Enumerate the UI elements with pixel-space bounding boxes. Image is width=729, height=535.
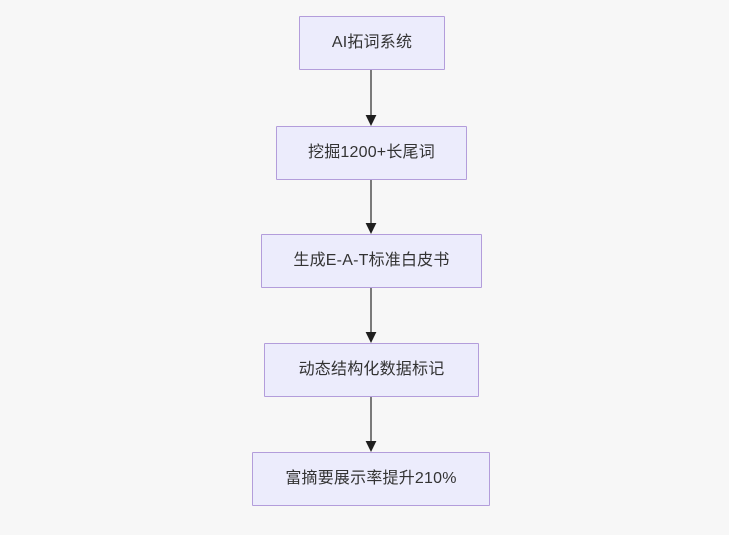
flow-node-label: 生成E-A-T标准白皮书 — [293, 252, 450, 270]
flow-node-rich-snippet-impression-lift[interactable]: 富摘要展示率提升210% — [252, 452, 490, 506]
flow-node-mine-longtail-keywords[interactable]: 挖掘1200+长尾词 — [276, 126, 467, 180]
arrowhead-icon — [365, 441, 377, 452]
flow-edge-1-to-2 — [365, 70, 377, 126]
flow-edge-4-to-5 — [365, 397, 377, 452]
flow-node-label: AI拓词系统 — [331, 34, 413, 52]
flow-node-ai-keyword-system[interactable]: AI拓词系统 — [299, 16, 445, 70]
flow-node-dynamic-structured-data-markup[interactable]: 动态结构化数据标记 — [264, 343, 479, 397]
flow-node-label: 富摘要展示率提升210% — [285, 470, 457, 488]
arrowhead-icon — [365, 115, 377, 126]
arrowhead-icon — [365, 332, 377, 343]
flow-node-label: 挖掘1200+长尾词 — [308, 144, 435, 162]
flow-edge-3-to-4 — [365, 288, 377, 343]
flow-node-label: 动态结构化数据标记 — [298, 361, 445, 379]
flow-node-generate-eat-whitepaper[interactable]: 生成E-A-T标准白皮书 — [261, 234, 482, 288]
arrowhead-icon — [365, 223, 377, 234]
flow-edge-2-to-3 — [365, 180, 377, 234]
